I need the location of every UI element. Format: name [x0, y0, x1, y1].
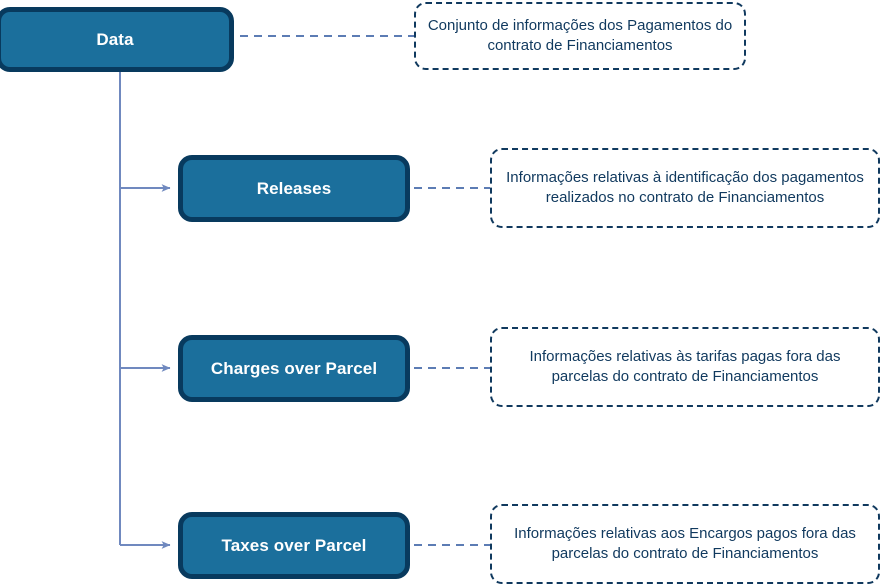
note-charges-over-parcel-text: Informações relativas às tarifas pagas f…	[529, 348, 841, 385]
node-data[interactable]: Data	[0, 7, 234, 72]
node-taxes-over-parcel-label: Taxes over Parcel	[221, 535, 367, 555]
node-data-label: Data	[96, 29, 134, 49]
node-releases-label: Releases	[256, 178, 332, 198]
node-releases[interactable]: Releases	[178, 155, 410, 222]
note-charges-over-parcel: Informações relativas às tarifas pagas f…	[490, 327, 880, 407]
note-releases-text: Informações relativas à identificação do…	[506, 169, 864, 206]
note-taxes-over-parcel: Informações relativas aos Encargos pagos…	[490, 504, 880, 584]
node-charges-over-parcel-label: Charges over Parcel	[210, 358, 378, 378]
note-taxes-over-parcel-text: Informações relativas aos Encargos pagos…	[514, 525, 856, 562]
note-data: Conjunto de informações dos Pagamentos d…	[414, 2, 746, 70]
note-data-text: Conjunto de informações dos Pagamentos d…	[427, 17, 733, 54]
node-taxes-over-parcel[interactable]: Taxes over Parcel	[178, 512, 410, 579]
node-charges-over-parcel[interactable]: Charges over Parcel	[178, 335, 410, 402]
note-releases: Informações relativas à identificação do…	[490, 148, 880, 228]
